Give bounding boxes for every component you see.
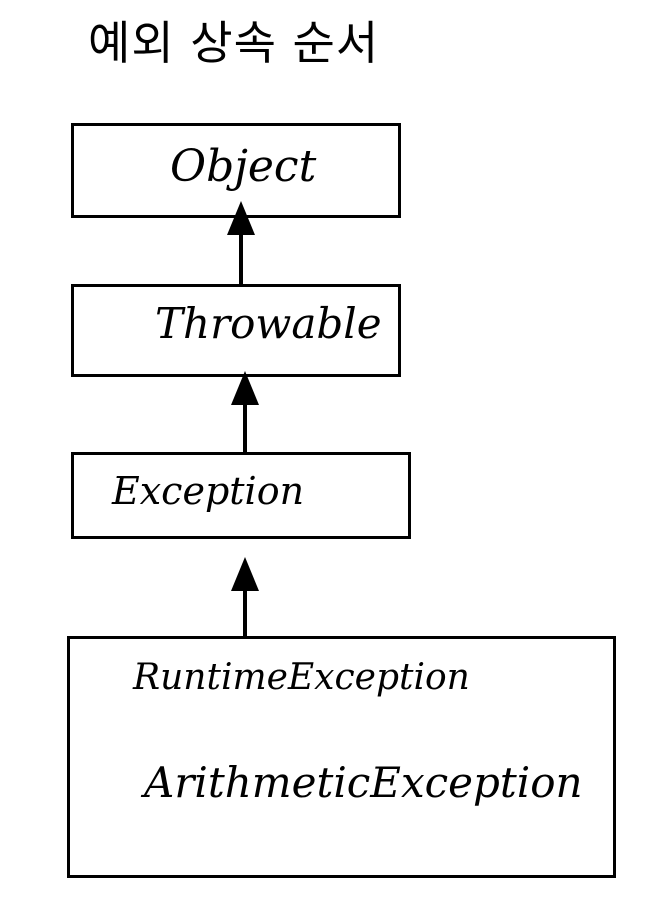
object-label: Object	[170, 141, 317, 192]
arrow-shaft	[239, 231, 243, 286]
runtime-exception-node	[67, 636, 616, 878]
arrow-runtime-to-exception	[230, 557, 260, 638]
arrow-head-icon	[231, 557, 259, 591]
runtime-exception-label: RuntimeException	[133, 657, 470, 698]
arrow-head-icon	[227, 201, 255, 235]
exception-node	[71, 452, 411, 539]
arrow-head-icon	[231, 371, 259, 405]
diagram-title: 예외 상속 순서	[88, 16, 380, 70]
exception-label: Exception	[112, 469, 305, 513]
arrow-shaft	[243, 587, 247, 638]
arithmetic-exception-label: ArithmeticException	[144, 758, 583, 807]
arrow-shaft	[243, 401, 247, 454]
throwable-label: Throwable	[155, 299, 382, 348]
throwable-node	[71, 284, 401, 377]
arrow-exception-to-throwable	[230, 371, 260, 454]
arrow-throwable-to-object	[226, 201, 256, 286]
